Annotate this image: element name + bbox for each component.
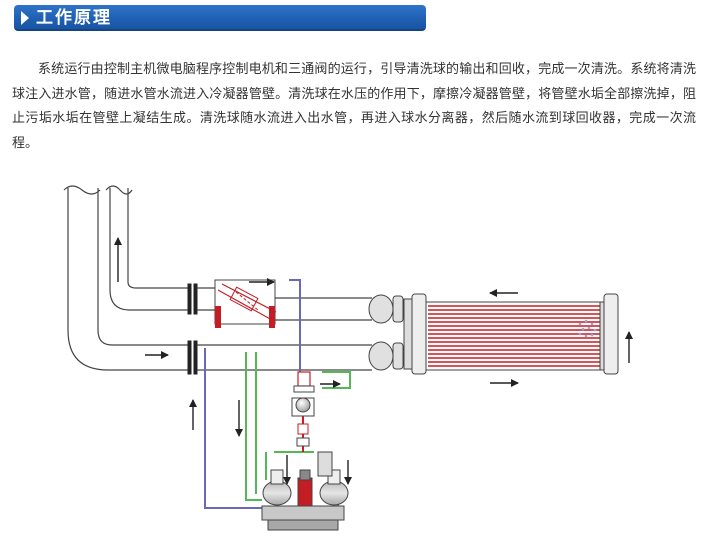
inlet-pipes xyxy=(63,185,190,371)
flow-arrows xyxy=(114,237,633,485)
ball-recovery-unit xyxy=(261,451,349,531)
pipe-flanges-left xyxy=(187,283,198,375)
section-title: 工作原理 xyxy=(36,8,112,28)
ball-water-separator xyxy=(214,279,277,328)
condenser-couplings xyxy=(368,294,404,371)
triangle-right-icon xyxy=(21,11,29,25)
main-pipes xyxy=(197,287,372,371)
description-paragraph: 系统运行由控制主机微电脑程序控制电机和三通阀的运行，引导清洗球的输出和回收，完成… xyxy=(12,62,696,151)
injection-valve-assembly xyxy=(291,371,315,452)
green-feed-line xyxy=(245,352,351,501)
condenser xyxy=(403,293,619,375)
section-header: 工作原理 xyxy=(14,5,426,31)
